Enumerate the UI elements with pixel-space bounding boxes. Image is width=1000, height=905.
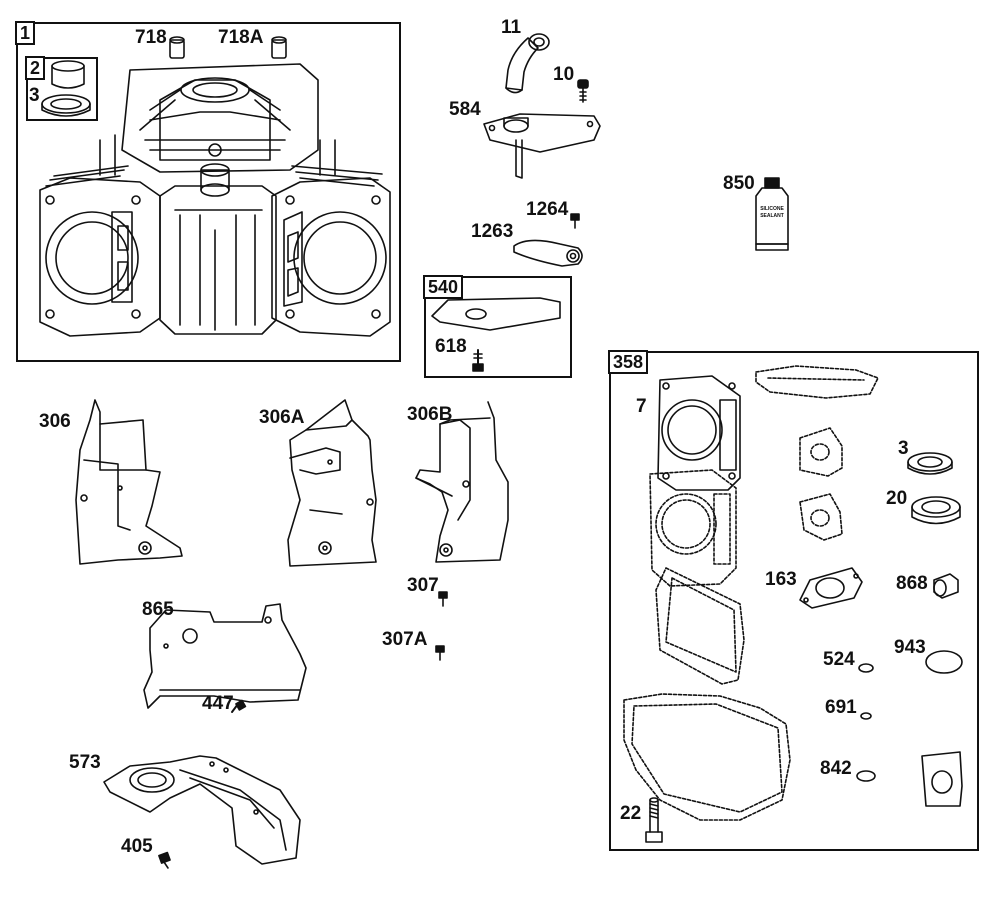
lever-1263[interactable] [513, 239, 583, 267]
part-label-718a: 718A [218, 27, 264, 48]
dowel-pin-718[interactable] [169, 36, 185, 59]
tube-text-line1: SILICONE [760, 206, 784, 212]
part-label-868: 868 [896, 573, 928, 594]
head-gasket-second[interactable] [649, 469, 737, 587]
gasket-flange-bottom[interactable] [921, 751, 963, 807]
o-ring-943[interactable] [925, 650, 963, 674]
tube-text-line2: SEALANT [760, 213, 784, 219]
baffle-865[interactable] [143, 603, 307, 709]
head-gasket-7[interactable] [657, 375, 741, 491]
box-label-540: 540 [423, 275, 464, 299]
gasket-163[interactable] [799, 567, 863, 609]
part-label-10: 10 [553, 64, 575, 85]
part-label-447: 447 [202, 693, 234, 714]
crankcase-gasket[interactable] [623, 693, 791, 821]
dipstick-tube-11[interactable] [505, 33, 550, 94]
box-label-2: 2 [25, 56, 46, 80]
grommet-868[interactable] [933, 573, 959, 599]
part-label-11: 11 [501, 17, 522, 38]
shroud-573[interactable] [103, 755, 301, 865]
part-label-943: 943 [894, 637, 926, 658]
part-label-306b: 306B [407, 404, 453, 425]
bolt-22[interactable] [645, 797, 663, 843]
bracket-584[interactable] [483, 113, 601, 179]
gasket-540[interactable] [431, 297, 561, 331]
air-guide-306b[interactable] [415, 401, 509, 563]
screw-307a[interactable] [435, 645, 445, 661]
sealant-tube-850[interactable] [755, 177, 789, 251]
o-ring-842[interactable] [856, 770, 876, 782]
part-label-22: 22 [620, 803, 642, 824]
valve-cover-gasket[interactable] [655, 567, 745, 685]
group-box-358 [609, 351, 979, 851]
screw-447[interactable] [231, 699, 247, 713]
part-label-842: 842 [820, 758, 852, 779]
screw-307[interactable] [438, 591, 448, 607]
screw-405[interactable] [158, 851, 171, 869]
intake-gasket-b[interactable] [799, 493, 843, 541]
part-label-306: 306 [39, 411, 71, 432]
part-label-3-left: 3 [29, 85, 40, 106]
part-label-163: 163 [765, 569, 797, 590]
oil-seal-20[interactable] [911, 496, 961, 525]
oil-seal-3-left[interactable] [41, 94, 91, 117]
screw-618[interactable] [472, 349, 484, 372]
part-label-524: 524 [823, 649, 855, 670]
o-ring-524[interactable] [858, 663, 874, 673]
part-label-573: 573 [69, 752, 101, 773]
o-ring-691[interactable] [860, 712, 872, 720]
screw-10[interactable] [577, 79, 589, 103]
part-label-584: 584 [449, 99, 481, 120]
part-label-618: 618 [435, 336, 467, 357]
part-label-20: 20 [886, 488, 908, 509]
box-label-358: 358 [608, 350, 649, 374]
part-label-718: 718 [135, 27, 167, 48]
bushing-2[interactable] [51, 60, 85, 89]
part-label-1264: 1264 [526, 199, 569, 220]
oil-seal-3-right[interactable] [907, 452, 953, 475]
part-label-691: 691 [825, 697, 857, 718]
part-label-1263: 1263 [471, 221, 514, 242]
part-label-405: 405 [121, 836, 153, 857]
air-guide-306[interactable] [75, 399, 183, 565]
cylinder-block[interactable] [39, 63, 391, 337]
box-label-1: 1 [15, 21, 36, 45]
part-label-307a: 307A [382, 629, 428, 650]
part-label-3-right: 3 [898, 438, 909, 459]
part-label-850: 850 [723, 173, 755, 194]
group-box-2 [26, 57, 98, 121]
screw-1264[interactable] [570, 213, 580, 229]
part-label-306a: 306A [259, 407, 305, 428]
dowel-pin-718a[interactable] [271, 36, 287, 59]
part-label-865: 865 [142, 599, 174, 620]
exhaust-gasket-top[interactable] [755, 365, 879, 399]
group-box-1 [16, 22, 401, 362]
part-label-7: 7 [636, 396, 647, 417]
intake-gasket-a[interactable] [799, 427, 843, 477]
part-label-307: 307 [407, 575, 439, 596]
air-guide-306a[interactable] [287, 399, 377, 567]
group-box-540 [424, 276, 572, 378]
